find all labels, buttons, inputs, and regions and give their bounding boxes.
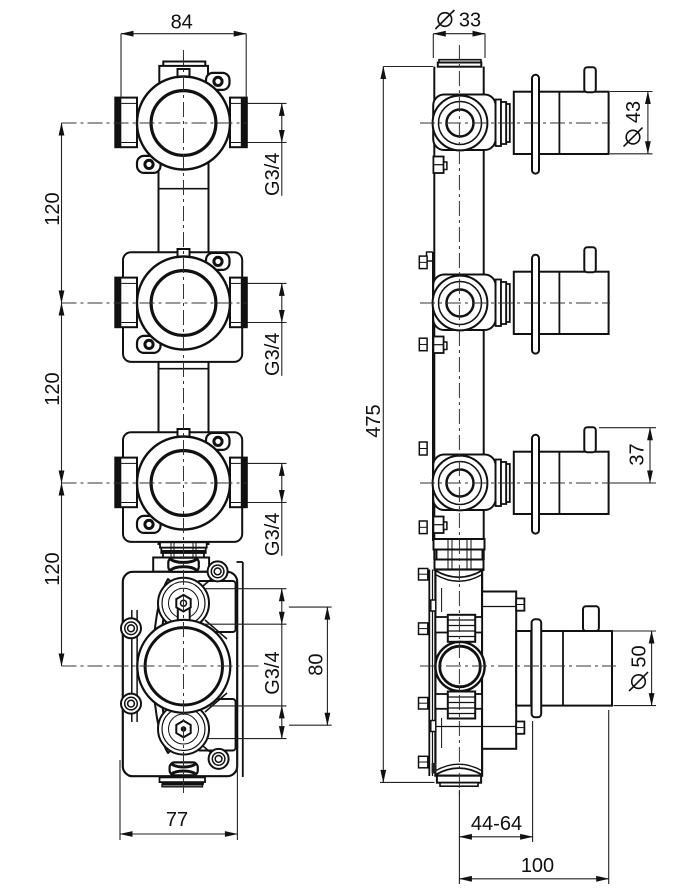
svg-text:37: 37	[627, 443, 649, 465]
svg-text:G3/4: G3/4	[262, 513, 284, 556]
svg-text:33: 33	[459, 10, 481, 32]
svg-text:G3/4: G3/4	[262, 333, 284, 376]
svg-text:84: 84	[171, 12, 193, 34]
svg-text:43: 43	[623, 101, 645, 123]
svg-text:475: 475	[363, 404, 385, 437]
svg-text:G3/4: G3/4	[262, 651, 284, 694]
svg-text:120: 120	[42, 192, 64, 225]
svg-text:44-64: 44-64	[471, 813, 522, 835]
svg-text:50: 50	[629, 645, 651, 667]
svg-text:120: 120	[42, 372, 64, 405]
svg-text:G3/4: G3/4	[262, 153, 284, 196]
svg-text:120: 120	[42, 552, 64, 585]
svg-text:77: 77	[166, 809, 188, 831]
svg-text:100: 100	[521, 855, 554, 877]
svg-text:80: 80	[306, 653, 328, 675]
